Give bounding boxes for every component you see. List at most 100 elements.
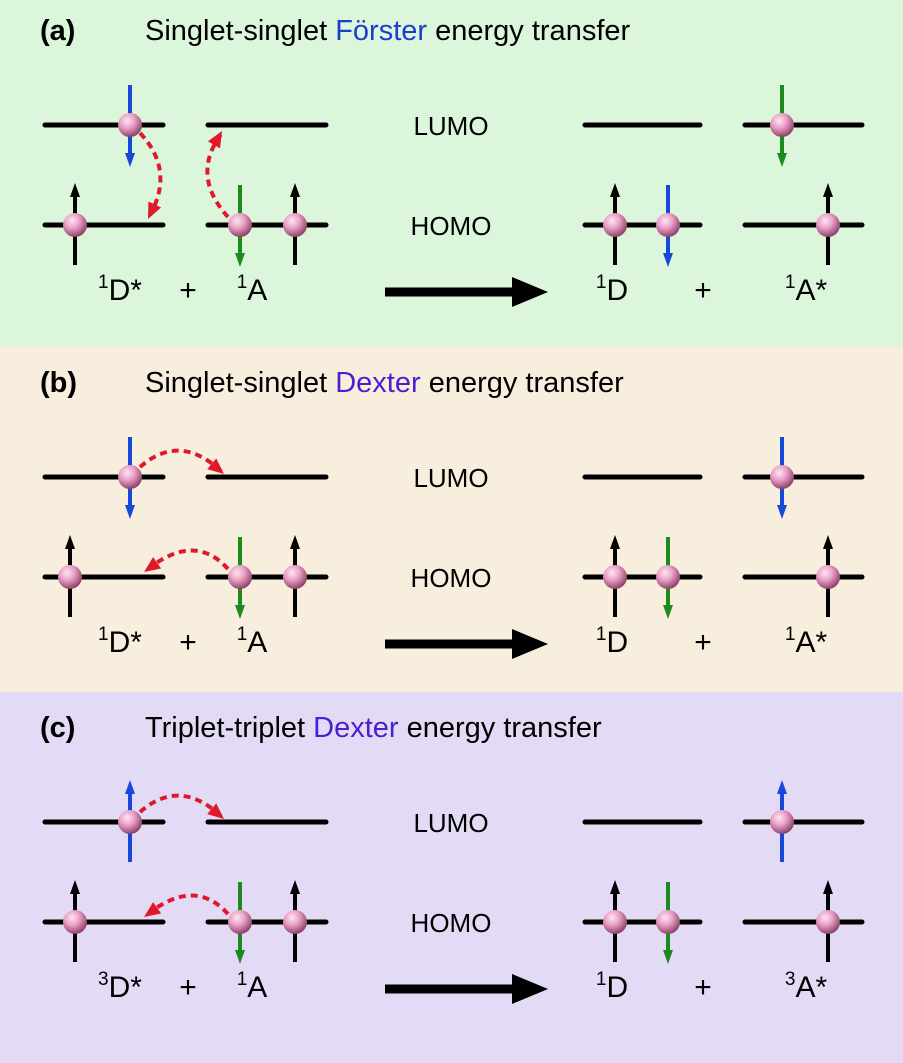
superscript: 1 [596,624,607,645]
electron [58,535,82,617]
product-acceptor: 3A* [785,969,828,1004]
plus-sign: + [694,971,712,1004]
superscript: 1 [785,624,796,645]
arrowhead-icon [235,950,245,964]
electron [228,882,252,964]
electron [283,183,307,265]
electron [816,183,840,265]
arrowhead-icon [290,535,300,549]
arrowhead-icon [823,183,833,197]
reactant-donor: 3D* [98,969,142,1004]
title-text: Singlet-singlet [145,367,335,399]
arrowhead-icon [65,535,75,549]
arrowhead-icon [125,780,135,794]
panel-background [0,347,903,692]
transfer-arrow [205,131,230,219]
transfer-arrow [138,131,163,219]
panel-tag: (a) [40,15,75,47]
arrowhead-icon [235,253,245,267]
lumo-label: LUMO [413,111,488,141]
electron [603,535,627,617]
panel-tag: (c) [40,712,75,744]
plus-sign: + [179,274,197,307]
species-symbol: D* [109,971,143,1004]
panel-title: Triplet-triplet Dexter energy transfer [145,712,602,744]
plus-sign: + [694,274,712,307]
electron [228,185,252,267]
reactant-acceptor: 1A [237,624,268,659]
electron-ball [603,213,627,237]
lumo-label: LUMO [413,808,488,838]
superscript: 1 [596,272,607,293]
lumo-label: LUMO [413,463,488,493]
superscript: 1 [596,969,607,990]
arrowhead-icon [777,780,787,794]
electron-ball [656,565,680,589]
electron [770,85,794,167]
superscript: 1 [98,272,109,293]
reactant-acceptor: 1A [237,272,268,307]
electron-ball [656,910,680,934]
electron-ball [63,213,87,237]
arrowhead-icon [663,605,673,619]
electron-ball [118,810,142,834]
transfer-arrow [144,548,230,572]
electron [816,880,840,962]
electron [816,535,840,617]
title-text: Triplet-triplet [145,712,313,744]
electron [656,185,680,267]
title-text: Singlet-singlet [145,15,335,47]
product-acceptor: 1A* [785,272,828,307]
electron [656,537,680,619]
electron-ball [228,213,252,237]
electron-ball [283,213,307,237]
panel-title: Singlet-singlet Dexter energy transfer [145,367,624,399]
homo-label: HOMO [411,908,492,938]
electron-ball [656,213,680,237]
arrowhead-icon [70,880,80,894]
electron [228,537,252,619]
product-donor: 1D [596,624,628,659]
species-symbol: A [247,626,267,659]
electron [770,437,794,519]
homo-label: HOMO [411,563,492,593]
arrowhead-icon [823,880,833,894]
plus-sign: + [179,626,197,659]
arrowhead-icon [610,880,620,894]
electron [603,183,627,265]
arrowhead-icon [777,505,787,519]
species-symbol: D [606,274,628,307]
electron [63,880,87,962]
panel-c: (c) Triplet-triplet Dexter energy transfe… [0,692,903,1063]
electron-ball [603,565,627,589]
title-keyword: Dexter [313,712,399,744]
electron-ball [603,910,627,934]
arrowhead-icon [125,505,135,519]
reactant-donor: 1D* [98,272,142,307]
electron-ball [816,910,840,934]
arrowhead-icon [235,605,245,619]
electron-ball [228,565,252,589]
arrowhead-icon [290,183,300,197]
electron-ball [770,810,794,834]
arrowhead-icon [70,183,80,197]
species-symbol: A [247,274,267,307]
electron-ball [118,113,142,137]
reaction-arrow-icon [385,974,548,1004]
product-donor: 1D [596,272,628,307]
reaction-arrow-icon [385,277,548,307]
superscript: 1 [785,272,796,293]
panel-a: (a)Singlet-singlet Förster energy transf… [0,0,903,347]
superscript: 1 [98,624,109,645]
arrowhead-icon [125,153,135,167]
title-text: energy transfer [427,15,630,47]
electron-ball [770,465,794,489]
homo-label: HOMO [411,211,492,241]
superscript: 1 [237,969,248,990]
title-keyword: Dexter [335,367,421,399]
arrowhead-icon [610,535,620,549]
species-symbol: A [247,971,267,1004]
species-symbol: A* [795,274,827,307]
